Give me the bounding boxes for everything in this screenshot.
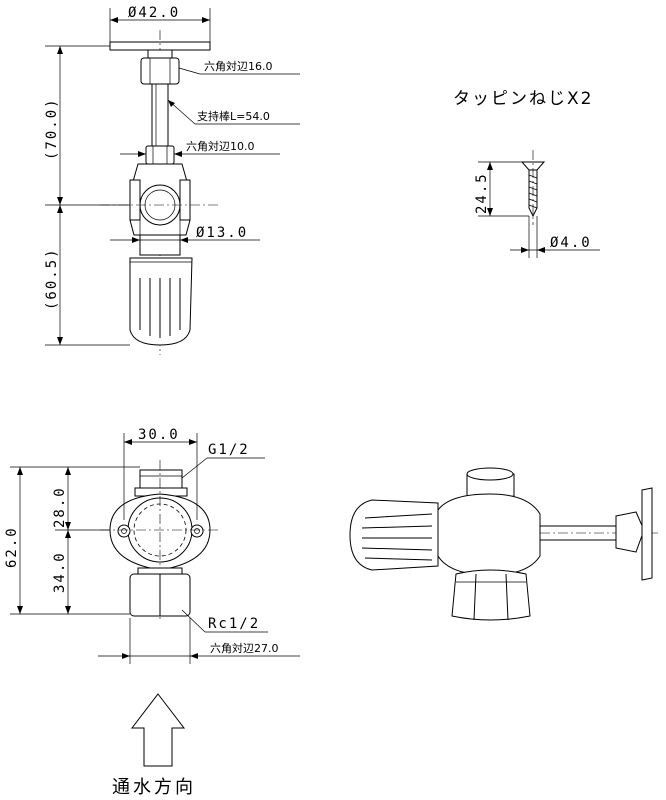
screw-hole-right bbox=[190, 524, 204, 538]
iso-bottom-hex bbox=[451, 569, 531, 621]
valve-handle bbox=[129, 257, 193, 346]
thread-top-label: G1/2 bbox=[208, 442, 250, 458]
flow-direction-label: 通水方向 bbox=[112, 777, 196, 798]
top-hex-nut bbox=[140, 57, 180, 85]
width-top-label: 30.0 bbox=[138, 427, 180, 443]
thread-bottom-label: Rc1/2 bbox=[208, 616, 260, 632]
plate-diameter-label: Ø42.0 bbox=[128, 5, 180, 21]
iso-hex-nut bbox=[615, 511, 645, 553]
screw-title: タッピンねじX2 bbox=[453, 89, 593, 109]
height-upper-side-label: 28.0 bbox=[52, 486, 68, 528]
mid-hex-nut bbox=[145, 145, 175, 165]
support-rod-label: 支持棒L=54.0 bbox=[197, 109, 270, 123]
height-lower-label: (60.5) bbox=[44, 247, 60, 310]
iso-body bbox=[437, 493, 541, 576]
iso-plate bbox=[641, 487, 653, 581]
height-total-label: 62.0 bbox=[4, 526, 20, 568]
hex-top-label: 六角対辺16.0 bbox=[204, 59, 273, 73]
screw-view: タッピンねじX2 24.5 Ø4.0 bbox=[453, 89, 600, 258]
screw-length-label: 24.5 bbox=[474, 172, 490, 214]
height-upper-label: (70.0) bbox=[44, 97, 60, 160]
hex-bottom-label: 六角対辺27.0 bbox=[210, 641, 279, 655]
perspective-view bbox=[349, 467, 660, 621]
screw-diameter-label: Ø4.0 bbox=[550, 235, 592, 251]
support-rod bbox=[151, 83, 169, 147]
screw-hole-left bbox=[117, 524, 131, 538]
hex-mid-label: 六角対辺10.0 bbox=[186, 139, 255, 153]
flow-arrow-icon bbox=[130, 693, 186, 767]
front-view: Ø42.0 六角対辺16.0 支持棒L=54.0 六角対辺10.0 Ø13.0 … bbox=[44, 5, 300, 355]
top-thread bbox=[139, 469, 183, 489]
side-view: 30.0 G1/2 62.0 28.0 34.0 Rc1/2 六角対辺27.0 … bbox=[4, 427, 300, 798]
height-lower-side-label: 34.0 bbox=[52, 551, 68, 593]
bore-diameter-label: Ø13.0 bbox=[196, 225, 248, 241]
